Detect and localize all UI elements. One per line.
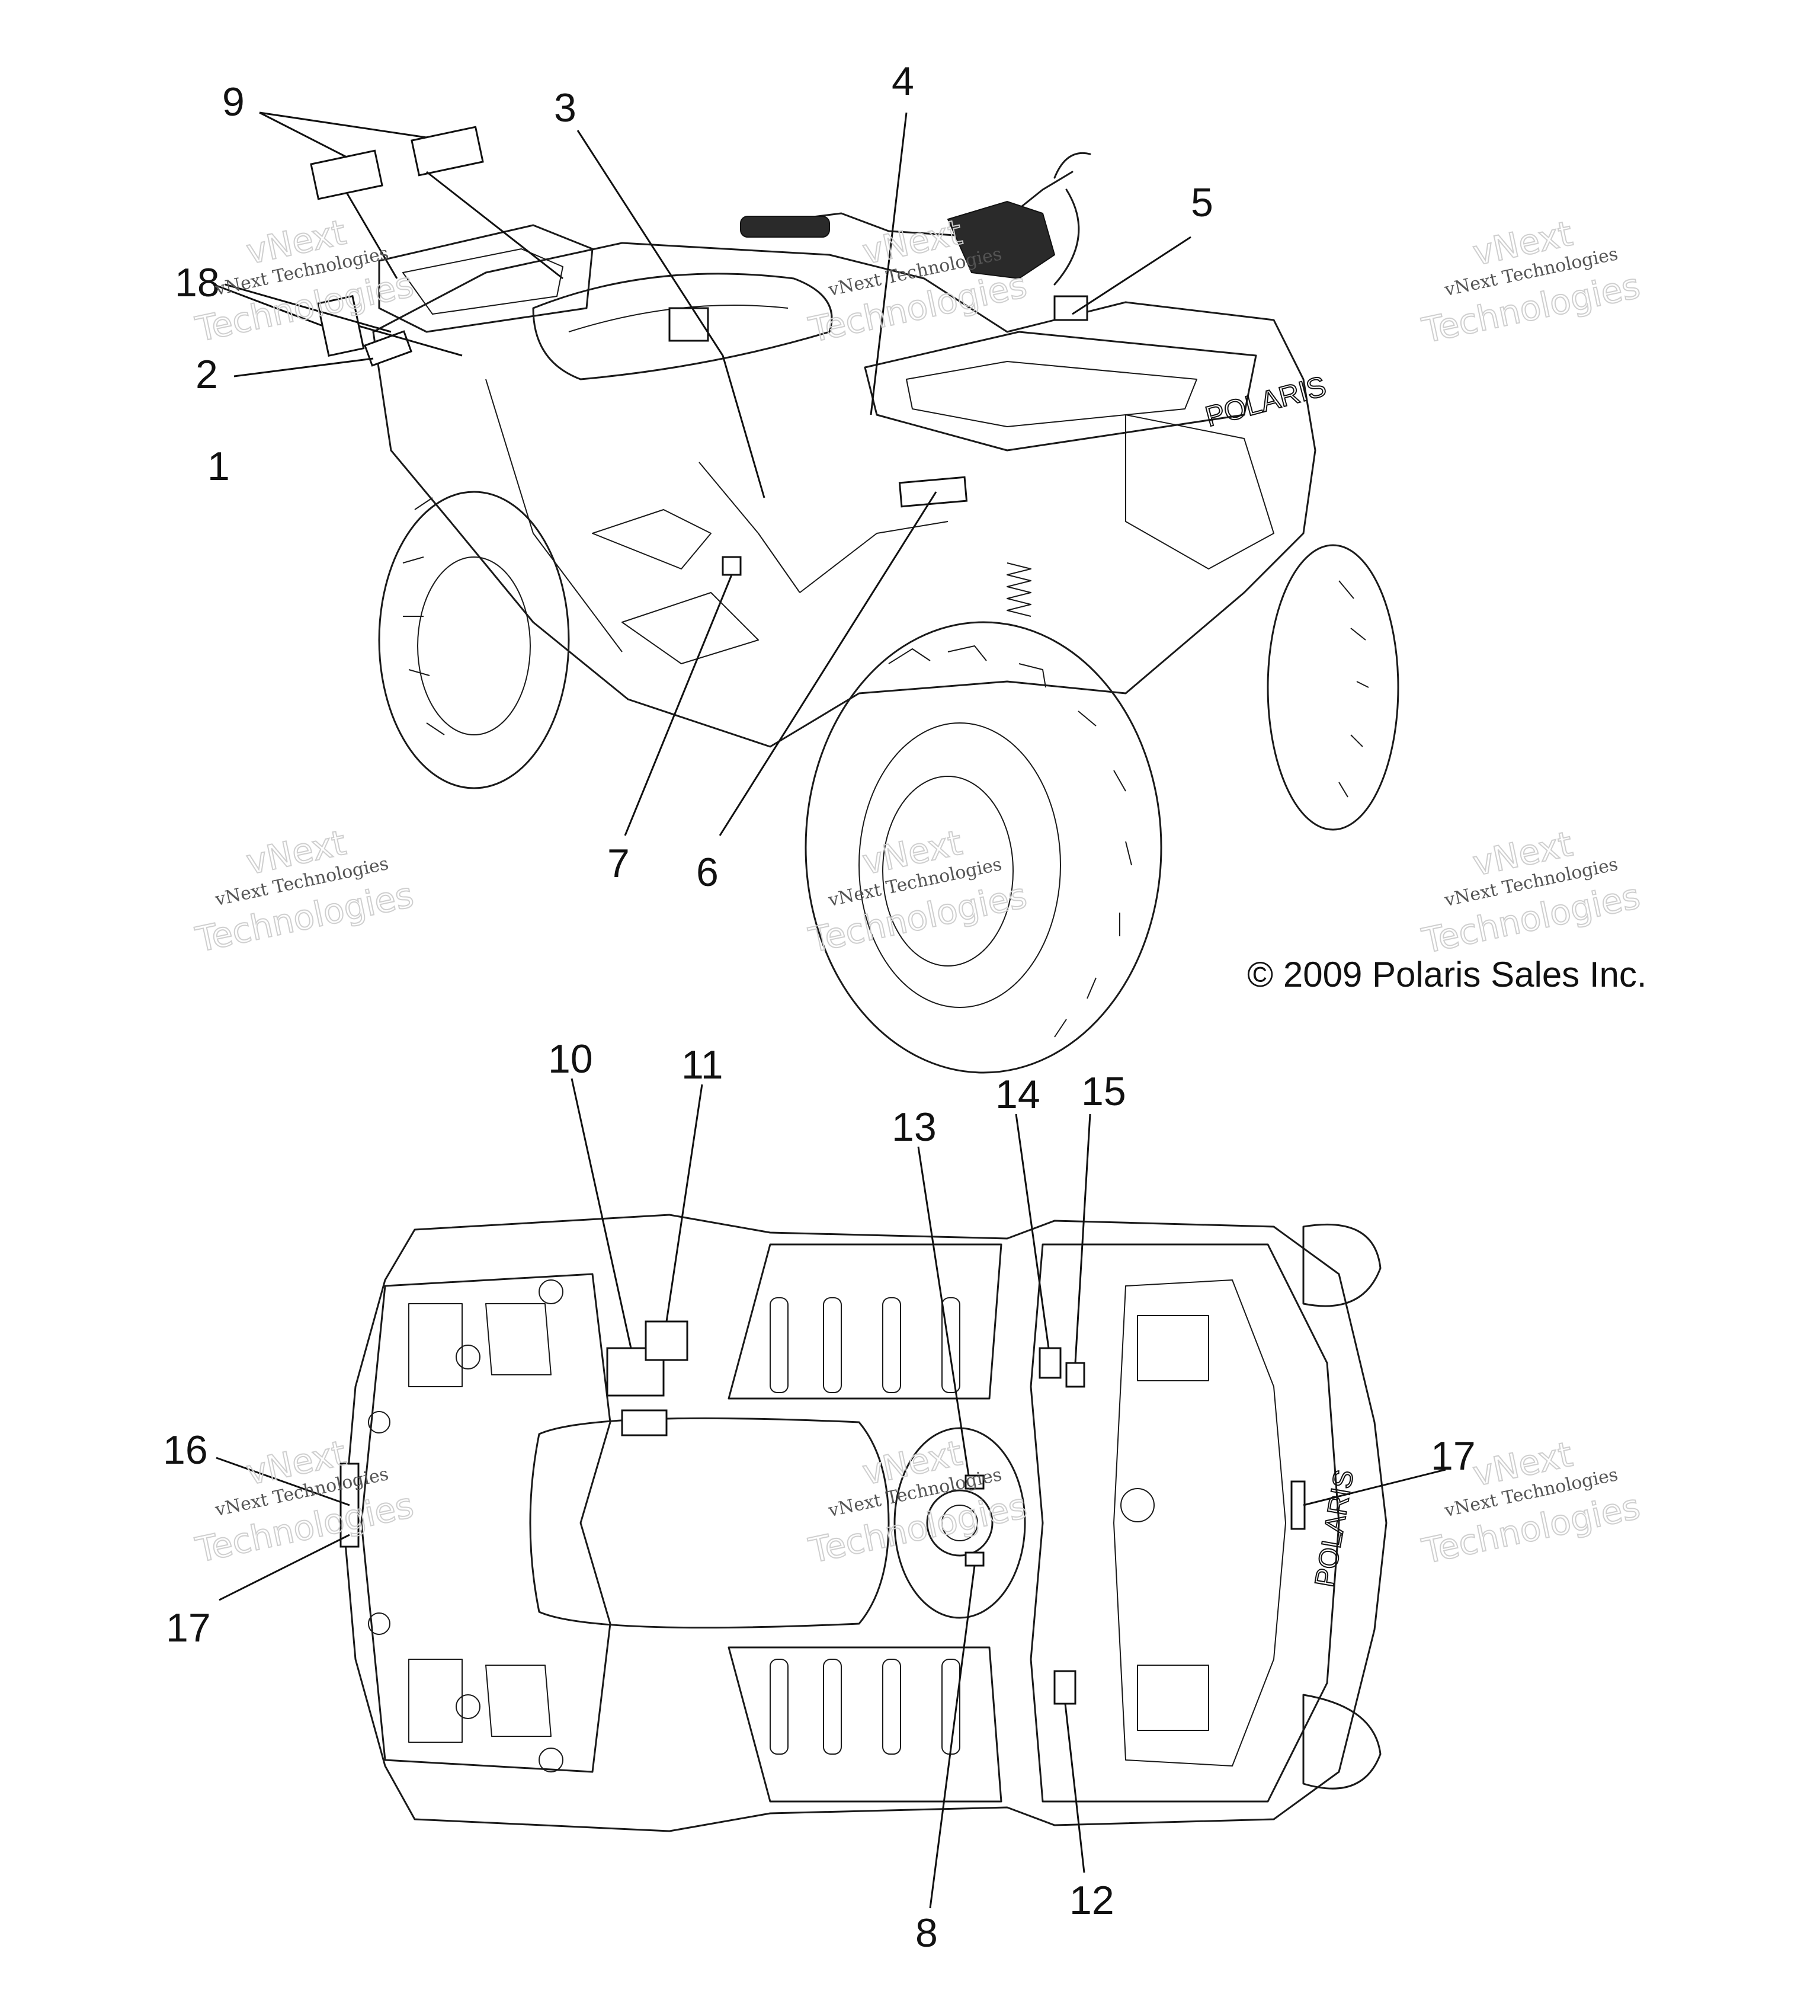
callout-15: 15	[1081, 1069, 1126, 1114]
callout-2: 2	[196, 352, 218, 397]
callout-9: 9	[222, 79, 245, 124]
svg-text:POLARIS: POLARIS	[1309, 1467, 1360, 1589]
callout-13: 13	[892, 1105, 937, 1150]
decal-14	[1039, 1347, 1062, 1379]
watermark-top-right: vNext vNext Technologies Technologies	[1418, 213, 1644, 351]
callout-6: 6	[696, 850, 719, 895]
decal-13	[965, 1474, 985, 1490]
callout-17-rear: 17	[166, 1605, 211, 1650]
decal-10b	[621, 1409, 668, 1436]
callout-11: 11	[681, 1042, 723, 1087]
callout-4: 4	[892, 59, 914, 104]
watermark-low-center: vNext vNext Technologies Technologies	[805, 1432, 1031, 1572]
decal-17-front	[1290, 1480, 1306, 1530]
callout-10: 10	[548, 1036, 593, 1081]
callout-8: 8	[915, 1911, 938, 1956]
decal-3	[668, 307, 709, 342]
callout-16: 16	[163, 1428, 208, 1473]
decal-12	[1053, 1670, 1076, 1705]
copyright: © 2009 Polaris Sales Inc.	[1247, 955, 1647, 994]
watermark-low-left: vNext vNext Technologies Technologies	[191, 1432, 418, 1571]
callout-17-front: 17	[1431, 1433, 1476, 1479]
decal-9a	[310, 149, 383, 200]
callout-5: 5	[1191, 180, 1213, 225]
decal-9b	[411, 126, 484, 177]
decal-2	[364, 330, 412, 367]
atv-side-view: POLARIS	[213, 111, 1399, 1074]
callout-1: 1	[207, 444, 230, 489]
decal-16	[339, 1463, 360, 1548]
decal-6	[898, 476, 968, 508]
decal-11	[645, 1320, 688, 1361]
callout-14: 14	[995, 1072, 1040, 1117]
callout-7: 7	[607, 841, 630, 886]
callout-18: 18	[175, 260, 220, 305]
decal-7	[722, 556, 742, 576]
watermark-mid-left: vNext vNext Technologies Technologies	[191, 822, 418, 961]
callout-12: 12	[1069, 1878, 1114, 1923]
callout-3: 3	[554, 85, 576, 130]
decal-8	[965, 1551, 985, 1567]
watermark-mid-right: vNext vNext Technologies Technologies	[1418, 823, 1644, 962]
decal-15	[1065, 1362, 1085, 1388]
